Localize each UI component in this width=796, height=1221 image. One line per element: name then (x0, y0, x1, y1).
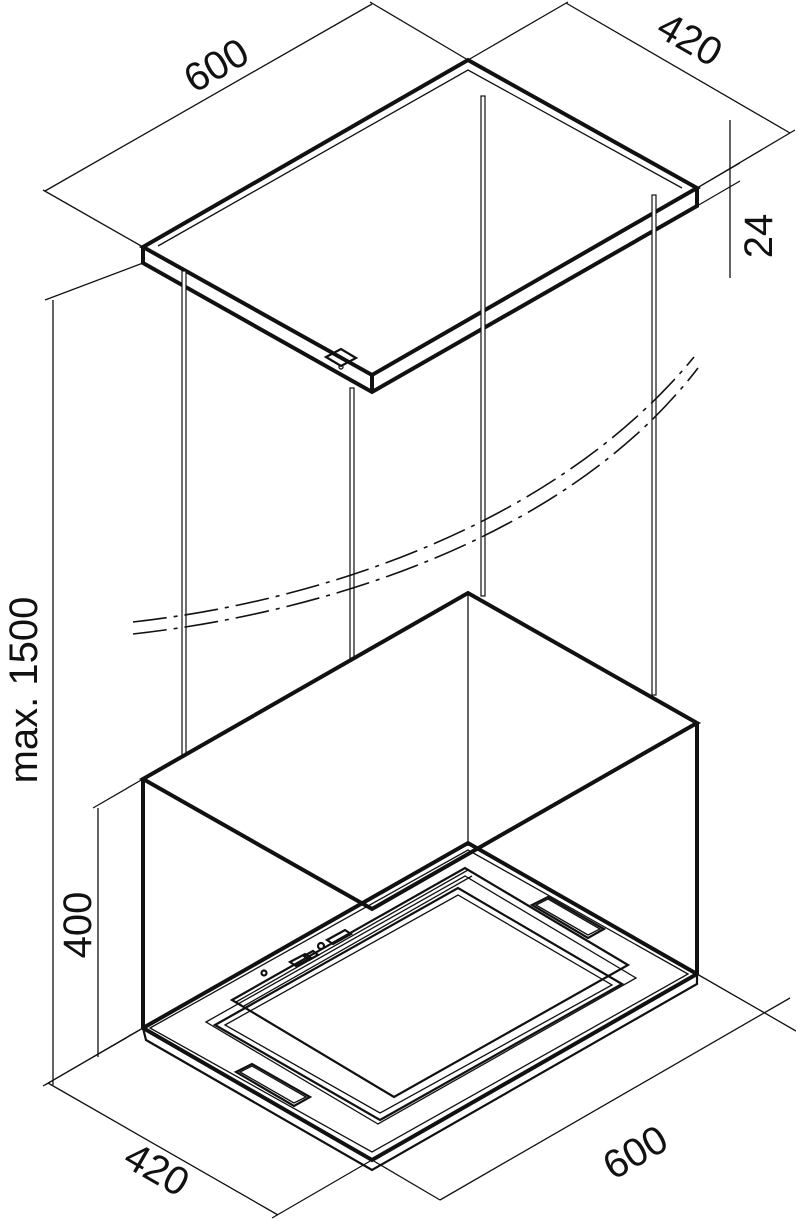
break-lines (132, 356, 699, 635)
indicator-light (260, 969, 268, 977)
control-knob (316, 941, 326, 951)
label-canopy-width: 600 (177, 30, 257, 101)
rod-left (181, 270, 187, 757)
control-button-3 (324, 928, 354, 946)
control-button-2 (302, 949, 320, 962)
label-max-height: max. 1500 (2, 597, 46, 784)
ceiling-canopy (138, 57, 702, 395)
lamp-left (233, 1062, 313, 1108)
rod-back (480, 95, 486, 597)
rod-front (349, 387, 355, 659)
dimension-lines (42, 1, 796, 1219)
lamp-right (529, 895, 607, 940)
label-canopy-thickness: 24 (737, 214, 781, 259)
grease-filter (212, 886, 625, 1122)
hood-body (138, 590, 702, 1172)
label-body-height: 400 (56, 892, 100, 959)
control-panel (260, 928, 354, 977)
rod-right (651, 194, 657, 696)
label-body-depth: 420 (117, 1134, 197, 1205)
label-canopy-depth: 420 (650, 4, 730, 75)
label-body-width: 600 (596, 1117, 676, 1188)
dimension-labels: 600 420 24 max. 1500 400 420 600 (2, 4, 781, 1205)
connection-box (323, 347, 359, 368)
suspension-rods (181, 95, 657, 757)
